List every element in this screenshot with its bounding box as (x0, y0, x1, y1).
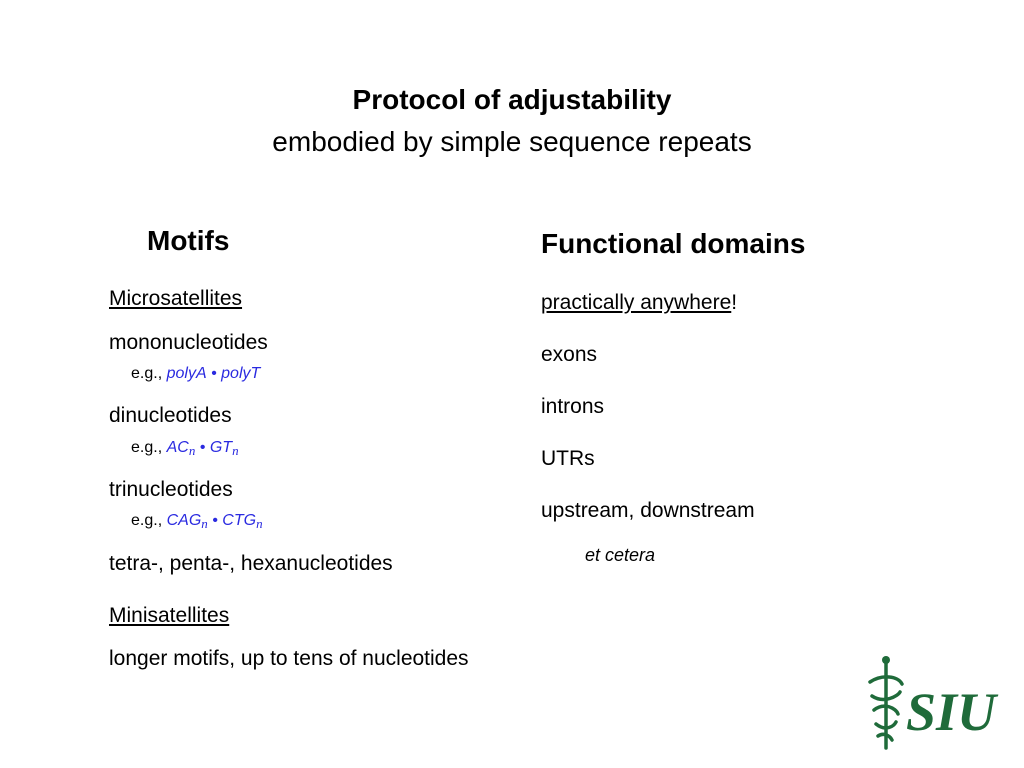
caduceus-icon: SIU (868, 656, 999, 750)
slide-title: Protocol of adjustability (352, 84, 672, 115)
motif-separator: • (211, 365, 217, 382)
practically-anywhere-line: practically anywhere! (541, 290, 737, 316)
motif-separator: • (212, 512, 218, 529)
motif-separator: • (199, 439, 206, 456)
et-cetera: et cetera (585, 545, 656, 565)
motif-ctg: CTGn (222, 512, 263, 531)
siu-text: SIU (906, 682, 999, 742)
example-prefix: e.g., (131, 512, 163, 529)
tetra-penta-hexa-label: tetra-, penta-, hexanucleotides (109, 552, 393, 575)
example-prefix: e.g., (131, 365, 163, 382)
example-prefix: e.g., (131, 439, 163, 456)
longer-motifs-label: longer motifs, up to tens of nucleotides (109, 647, 469, 670)
trinucleotides-label: trinucleotides (109, 478, 233, 501)
motif-polyT: polyT (221, 365, 261, 382)
motif-cag: CAGn (166, 512, 208, 531)
microsatellites-heading: Microsatellites (109, 287, 243, 310)
motif-gt: GTn (209, 439, 239, 458)
slide-subtitle: embodied by simple sequence repeats (272, 126, 752, 157)
trinucleotides-example: e.g., CAGn • CTGn (131, 510, 263, 535)
practically-anywhere-text: practically anywhere (541, 291, 732, 314)
domain-item: UTRs (541, 447, 595, 470)
motifs-heading: Motifs (147, 225, 230, 256)
dinucleotides-example: e.g., ACn • GTn (131, 437, 239, 462)
domain-item: exons (541, 343, 598, 366)
mononucleotides-example: e.g., polyA • polyT (131, 363, 260, 385)
exclamation: ! (731, 291, 738, 314)
motif-polyA: polyA (166, 365, 207, 382)
siu-logo: SIU (862, 652, 1004, 752)
minisatellites-heading: Minisatellites (109, 604, 230, 627)
dinucleotides-label: dinucleotides (109, 404, 232, 427)
functional-domains-heading: Functional domains (541, 228, 806, 259)
mononucleotides-label: mononucleotides (109, 331, 268, 354)
motif-ac: ACn (166, 439, 196, 458)
domain-item: upstream, downstream (541, 499, 755, 522)
domain-item: introns (541, 395, 605, 418)
